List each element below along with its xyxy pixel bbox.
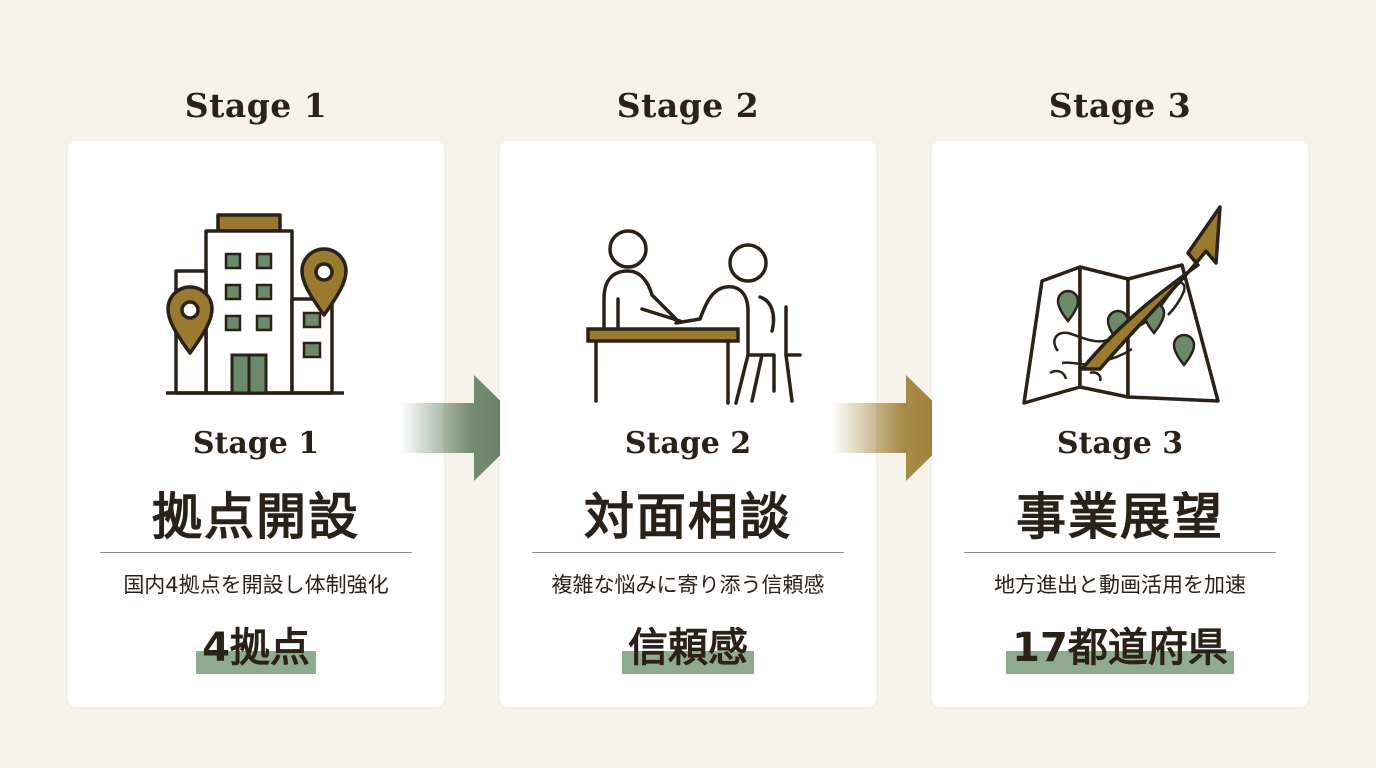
stage-1-description: 国内4拠点を開設し体制強化 (123, 573, 389, 597)
stage-3-metric: 17都道府県 (1006, 619, 1234, 677)
stage-3-card: Stage 3 事業展望 地方進出と動画活用を加速 17都道府県 (932, 141, 1308, 707)
japan-map-with-growth-arrow-icon (1022, 205, 1222, 405)
stage-2-heading: Stage 2 (616, 86, 760, 125)
stage-2-divider (532, 552, 844, 553)
stage-2-metric: 信頼感 (622, 619, 754, 677)
stage-3-label: Stage 3 (1056, 426, 1184, 461)
stage-1-title: 拠点開設 (152, 487, 360, 546)
stage-1-heading: Stage 1 (184, 86, 328, 125)
stage-1-card: Stage 1 拠点開設 国内4拠点を開設し体制強化 4拠点 (68, 141, 444, 707)
stage-3-heading: Stage 3 (1048, 86, 1192, 125)
stage-1-metric: 4拠点 (196, 619, 316, 677)
stage-3-divider (964, 552, 1276, 553)
face-to-face-consultation-icon (586, 229, 802, 405)
stage-1-label: Stage 1 (192, 426, 320, 461)
arrow-right-gold-icon (832, 375, 960, 481)
stage-3-title: 事業展望 (1016, 487, 1224, 546)
stage-3-description: 地方進出と動画活用を加速 (994, 573, 1246, 597)
office-building-with-location-pins-icon (166, 213, 348, 395)
stage-2-title: 対面相談 (584, 487, 792, 546)
stage-2-description: 複雑な悩みに寄り添う信頼感 (551, 573, 825, 597)
stage-2-label: Stage 2 (624, 426, 752, 461)
arrow-right-green-icon (400, 375, 528, 481)
stage-1-divider (100, 552, 412, 553)
stage-2-card: Stage 2 対面相談 複雑な悩みに寄り添う信頼感 信頼感 (500, 141, 876, 707)
